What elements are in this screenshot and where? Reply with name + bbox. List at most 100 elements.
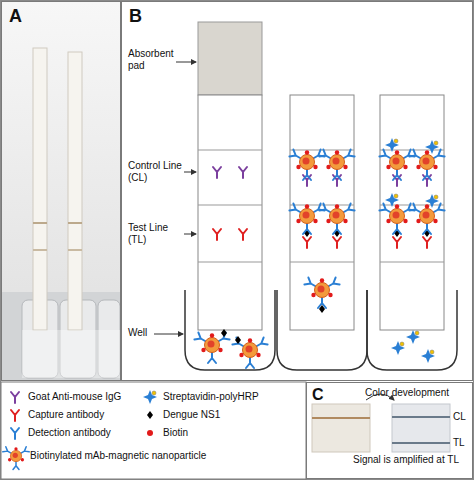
lateral-flow-strips: [425, 140, 439, 154]
lateral-flow-strips: [423, 237, 431, 248]
strip-photo: [68, 222, 82, 224]
lateral-flow-strips: [425, 194, 439, 208]
result-strips: [312, 404, 370, 452]
legend-box: [1, 382, 306, 479]
part-label: Control Line (CL): [128, 160, 186, 183]
lateral-flow-strips: [380, 150, 444, 151]
lateral-flow-strips: [379, 204, 414, 234]
leader-arrows: [154, 62, 196, 334]
legend-text: Detection antibody: [28, 427, 111, 439]
lateral-flow-strips: [421, 349, 435, 363]
result-strips: [392, 404, 450, 452]
panel-letter: A: [9, 6, 22, 27]
legend-symbols: [11, 428, 19, 439]
strip-photo: [33, 249, 47, 251]
lateral-flow-strips: [198, 262, 262, 263]
lateral-flow-strips: [221, 329, 227, 337]
leader-arrows: [176, 62, 196, 63]
lateral-flow-strips: [409, 204, 444, 234]
lateral-flow-strips: [289, 150, 324, 180]
lateral-flow-strips: [198, 95, 262, 330]
lateral-flow-strips: [198, 150, 262, 151]
strip-photo: [33, 48, 47, 330]
lateral-flow-strips: [319, 305, 325, 313]
lateral-flow-strips: [185, 22, 457, 370]
legend-symbols: [3, 447, 29, 470]
panel-box: B: [121, 1, 473, 381]
lateral-flow-strips: [391, 341, 405, 355]
lateral-flow-strips: [213, 167, 221, 178]
lateral-flow-strips: [380, 95, 444, 330]
lateral-flow-strips: [213, 229, 221, 240]
lateral-flow-strips: [290, 205, 354, 206]
lateral-flow-strips: [304, 278, 339, 308]
strip-photo: [33, 222, 47, 224]
legend-symbols: [11, 392, 19, 403]
result-strips: [392, 442, 450, 444]
legend-symbols: [147, 430, 153, 436]
lateral-flow-strips: [277, 290, 367, 370]
lateral-flow-strips: [198, 22, 262, 95]
panel-box: C Color developmentSignal is amplified at…: [306, 382, 473, 479]
lateral-flow-strips: [379, 150, 414, 180]
lateral-flow-strips: [290, 95, 354, 330]
lateral-flow-strips: [303, 175, 311, 186]
part-label: Absorbent pad: [128, 48, 178, 71]
lateral-flow-strips: [198, 205, 262, 206]
lateral-flow-strips: [239, 229, 247, 240]
strip-photo: [2, 2, 120, 380]
lateral-flow-strips: [319, 150, 354, 180]
lateral-flow-strips: [423, 175, 431, 186]
panel-letter: B: [129, 6, 142, 27]
strip-photo: [68, 52, 82, 330]
result-strips: [392, 416, 450, 418]
lateral-flow-strips: [303, 237, 311, 248]
part-label: Test Line (TL): [128, 222, 186, 245]
lateral-flow-strips: [380, 262, 444, 263]
leader-arrows: [184, 234, 196, 235]
lateral-flow-strips: [239, 167, 247, 178]
line-label: CL: [453, 411, 466, 423]
lateral-flow-strips: [235, 336, 241, 344]
strip-photo: [2, 2, 120, 380]
legend-text: Biotinylated mAb-magnetic nanoparticle: [30, 450, 206, 462]
lateral-flow-strips: [406, 330, 420, 344]
lateral-flow-strips: [290, 150, 354, 151]
lateral-flow-strips: [409, 150, 444, 180]
strip-photo: [22, 330, 120, 378]
lateral-flow-strips: [319, 204, 354, 234]
legend-text: Goat Anti-mouse IgG: [28, 391, 121, 403]
lateral-flow-strips: [385, 193, 399, 207]
legend-text: Capture antibody: [28, 409, 104, 421]
lateral-flow-strips: [333, 175, 341, 186]
lateral-flow-strips: [290, 262, 354, 263]
leader-arrows: [154, 334, 183, 335]
legend-text: Dengue NS1: [163, 409, 220, 421]
panel-letter: C: [312, 386, 324, 404]
strip-photo: [2, 292, 120, 380]
result-strips: [312, 394, 450, 452]
legend-text: Streptavidin-polyHRP: [163, 391, 259, 403]
line-label: TL: [453, 437, 465, 449]
lateral-flow-strips: [385, 138, 399, 152]
legend-symbols: [143, 390, 157, 404]
lateral-flow-strips: [185, 290, 275, 370]
panel-note: Signal is amplified at TL: [351, 454, 461, 466]
result-strips: [312, 417, 370, 419]
lateral-flow-strips: [393, 175, 401, 186]
panel-note: Color development: [347, 387, 467, 399]
lateral-flow-strips: [380, 205, 444, 206]
part-label: Well: [128, 327, 158, 339]
panel-box: A: [1, 1, 121, 381]
lateral-flow-strips: [194, 333, 229, 363]
lateral-flow-strips: [367, 290, 457, 370]
legend-symbols: [147, 411, 153, 419]
lateral-flow-strips: [333, 237, 341, 248]
legend-symbols: [3, 447, 29, 470]
legend-symbols: [11, 410, 19, 421]
lateral-flow-strips: [393, 237, 401, 248]
legend-text: Biotin: [163, 427, 188, 439]
